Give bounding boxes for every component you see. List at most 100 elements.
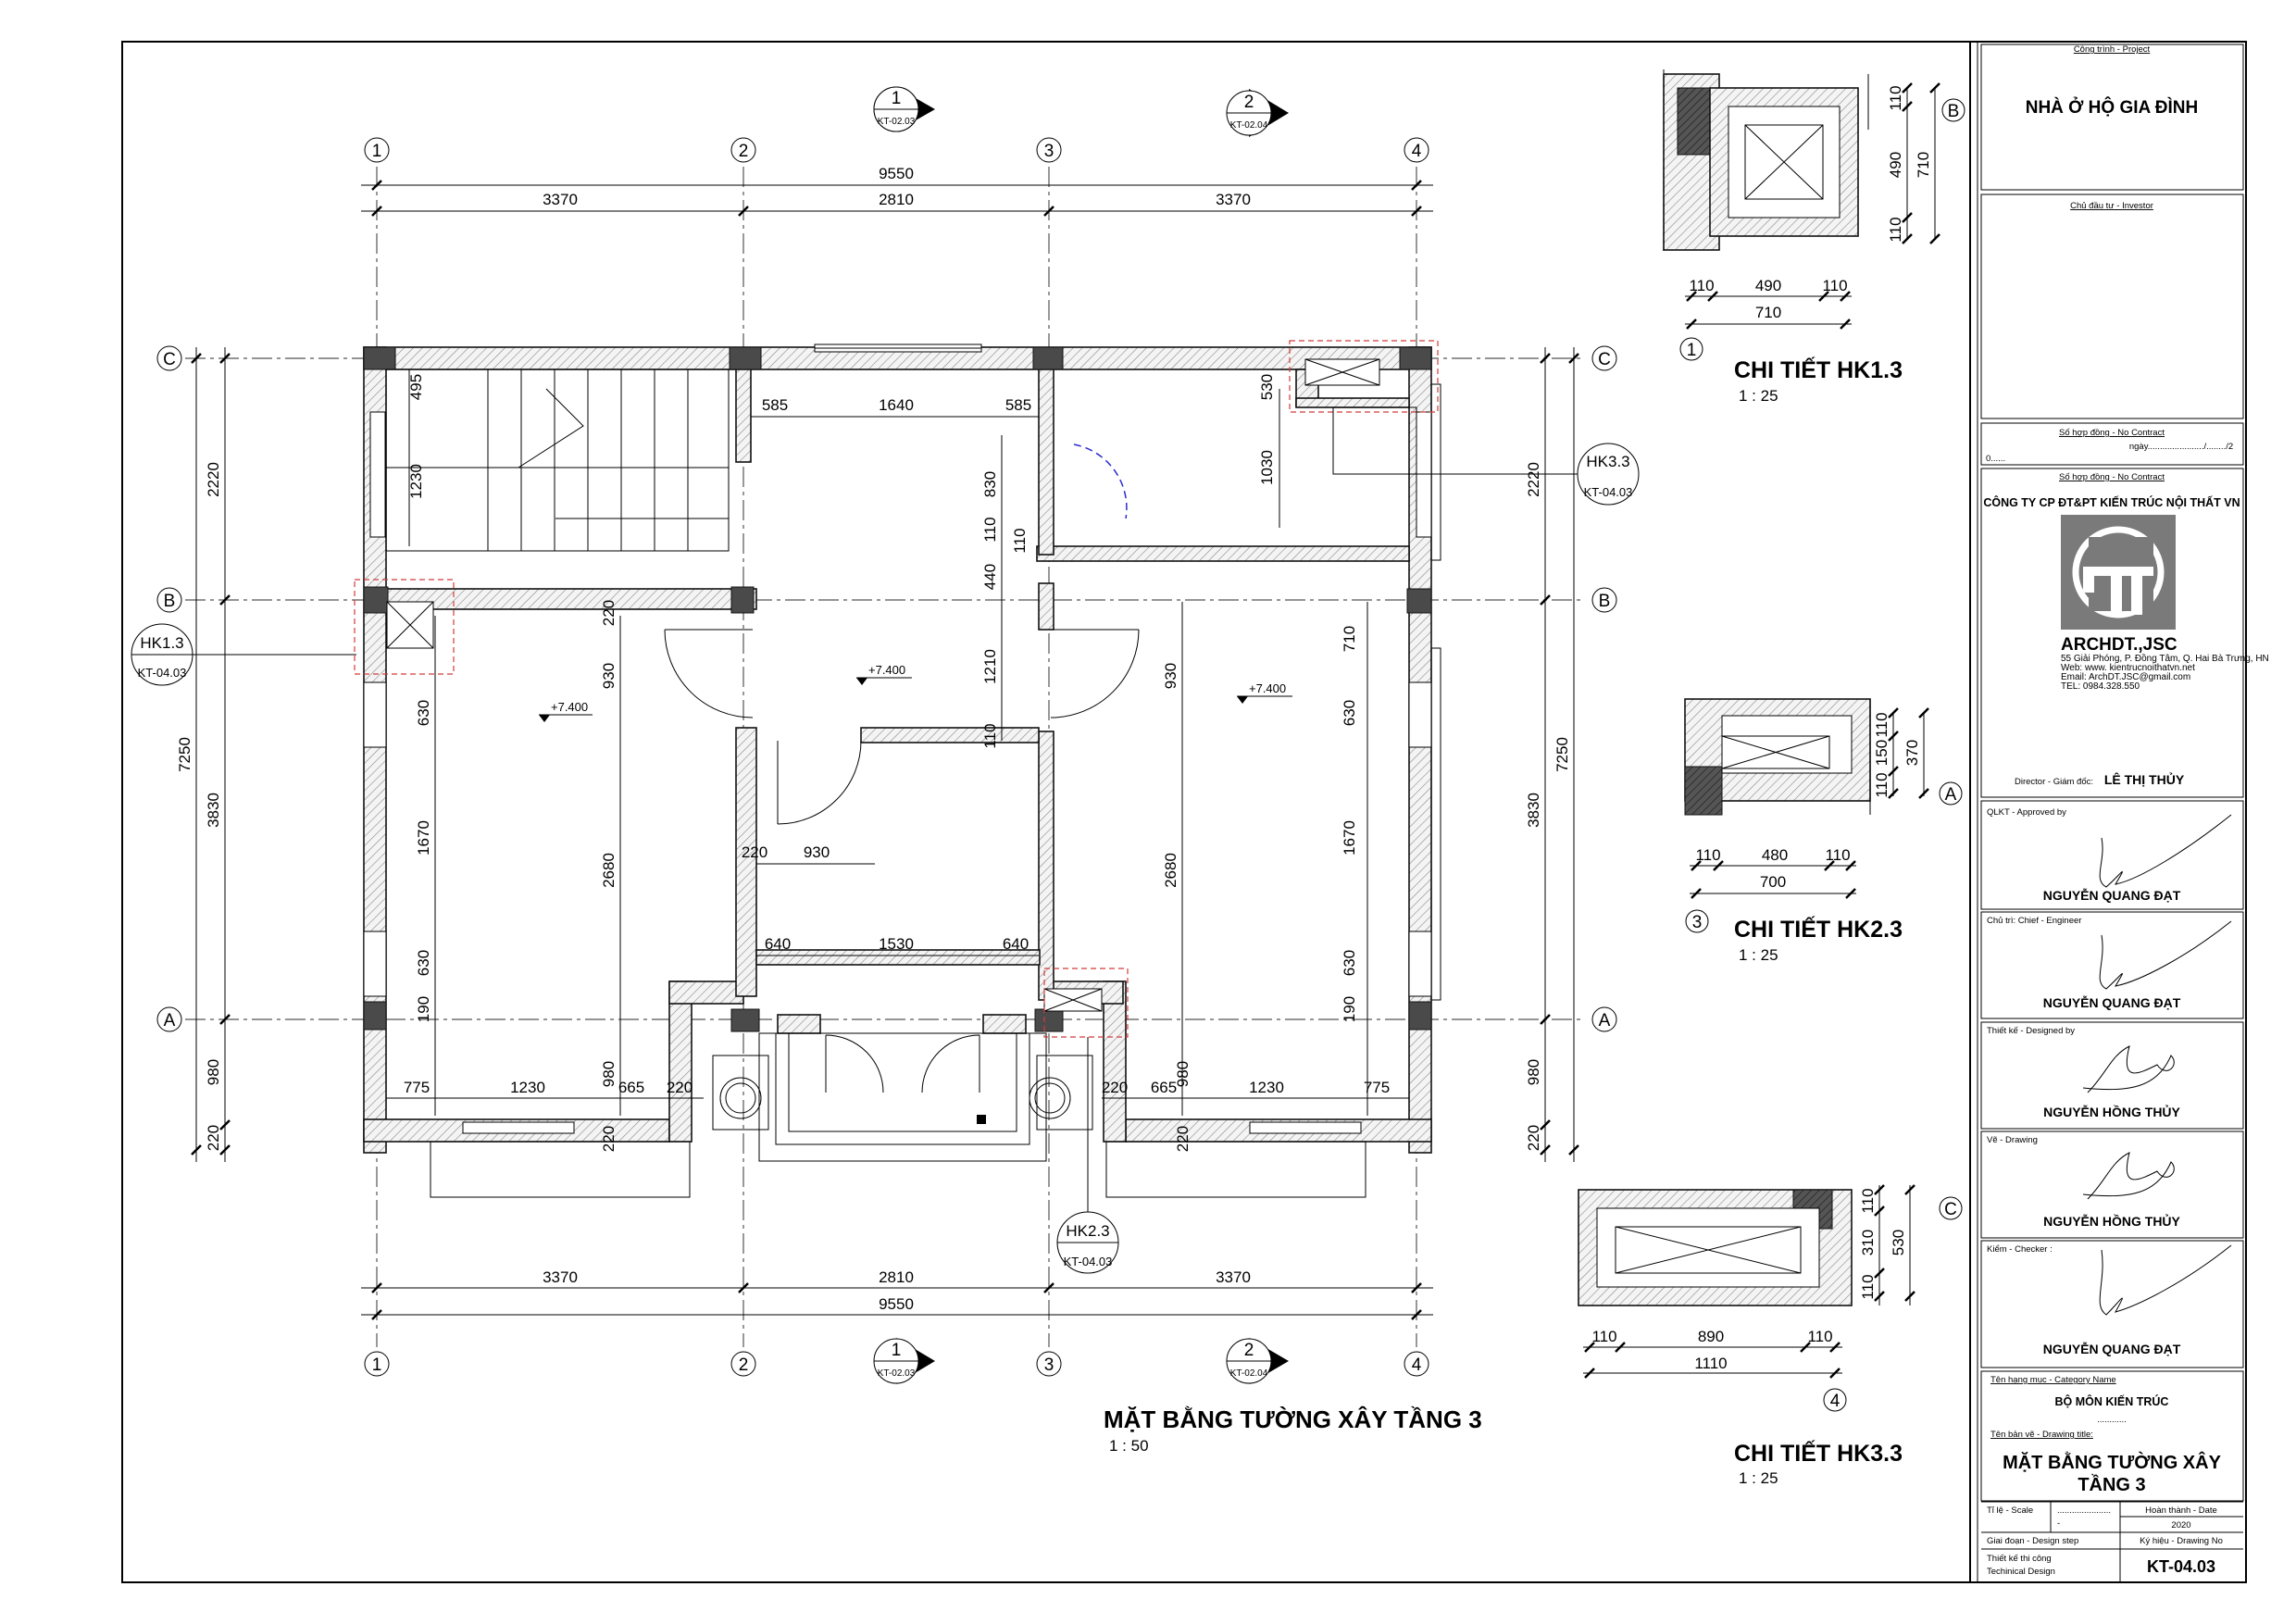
company-logo-mark: [2072, 526, 2165, 618]
sheet-border: [121, 41, 2247, 1583]
svg-text:MẶT BẰNG TƯỜNG XÂY: MẶT BẰNG TƯỜNG XÂY: [2003, 1451, 2222, 1473]
svg-text:+7.400: +7.400: [868, 663, 905, 677]
svg-text:665: 665: [1151, 1079, 1177, 1096]
windows-bottom: [430, 1121, 1366, 1198]
svg-text:110: 110: [1873, 712, 1890, 737]
svg-text:LÊ THỊ THỦY: LÊ THỊ THỦY: [2104, 771, 2185, 787]
svg-text:3: 3: [1692, 913, 1703, 932]
svg-text:630: 630: [1341, 950, 1358, 976]
grid-bubble-right-c: C: [1591, 345, 1617, 371]
svg-text:2: 2: [739, 142, 749, 161]
svg-text:TẦNG 3: TẦNG 3: [2078, 1474, 2145, 1495]
svg-text:Thiết kế - Designed by: Thiết kế - Designed by: [1987, 1026, 2075, 1036]
grid-bubble-top-1: 1: [364, 137, 390, 163]
dim-bottom-total: 9550: [361, 1295, 1433, 1320]
svg-text:665: 665: [618, 1079, 644, 1096]
svg-text:440: 440: [981, 564, 999, 590]
svg-text:7250: 7250: [1554, 737, 1571, 772]
svg-text:2680: 2680: [600, 853, 618, 888]
svg-text:980: 980: [1174, 1061, 1192, 1087]
svg-text:KT-04.03: KT-04.03: [1584, 485, 1633, 499]
floor-plan: 1 2 3 4 1 2 3 4 C B A C B A 1 KT-02.03 2…: [131, 86, 1640, 1455]
svg-text:3370: 3370: [1216, 1268, 1251, 1286]
svg-text:3830: 3830: [1525, 793, 1542, 828]
level-mark-center: +7.400: [856, 663, 912, 685]
svg-text:-: -: [2057, 1518, 2060, 1529]
svg-text:CÔNG TY CP ĐT&PT KIẾN TRÚC NỘI: CÔNG TY CP ĐT&PT KIẾN TRÚC NỘI THẤT VN: [1983, 495, 2240, 509]
svg-text:4: 4: [1830, 1392, 1841, 1411]
svg-text:KT-04.03: KT-04.03: [2147, 1557, 2215, 1576]
svg-text:110: 110: [1873, 772, 1890, 797]
svg-text:Số hợp đồng - No Contract: Số hợp đồng - No Contract: [2059, 472, 2165, 482]
svg-text:1670: 1670: [1341, 820, 1358, 856]
svg-text:1230: 1230: [510, 1079, 545, 1096]
svg-text:KT-04.03: KT-04.03: [1064, 1255, 1113, 1268]
svg-text:1530: 1530: [879, 935, 914, 953]
svg-text:B: B: [164, 592, 176, 611]
grid-bubble-top-2: 2: [730, 137, 756, 163]
svg-text:190: 190: [1341, 996, 1358, 1022]
svg-text:220: 220: [205, 1125, 222, 1151]
svg-text:490: 490: [1755, 277, 1781, 294]
svg-text:3: 3: [1044, 1355, 1054, 1375]
svg-text:310: 310: [1859, 1230, 1877, 1255]
svg-text:Techinical Design: Techinical Design: [1987, 1567, 2055, 1577]
svg-text:Email: ArchDT.JSC@gmail.com: Email: ArchDT.JSC@gmail.com: [2061, 672, 2190, 682]
windows-left: [363, 411, 387, 997]
svg-text:1670: 1670: [415, 820, 432, 856]
svg-text:C: C: [1944, 1200, 1957, 1219]
svg-text:220: 220: [1525, 1125, 1542, 1151]
svg-text:Director - Giám đốc:: Director - Giám đốc:: [2015, 777, 2093, 787]
plan-title: MẶT BẰNG TƯỜNG XÂY TẦNG 3: [1104, 1405, 1482, 1433]
svg-text:Số hợp đồng - No Contract: Số hợp đồng - No Contract: [2059, 428, 2165, 438]
svg-text:Chủ trì: Chief - Engineer: Chủ trì: Chief - Engineer: [1987, 916, 2081, 926]
svg-text:A: A: [164, 1011, 176, 1031]
svg-text:1030: 1030: [1258, 450, 1276, 485]
svg-text:490: 490: [1887, 152, 1904, 178]
svg-text:1: 1: [372, 142, 382, 161]
grid-bubble-bottom-1: 1: [364, 1351, 390, 1377]
svg-text:HK3.3: HK3.3: [1586, 453, 1629, 470]
svg-text:495: 495: [407, 374, 425, 400]
level-mark-right: +7.400: [1237, 681, 1292, 704]
svg-text:KT-02.03: KT-02.03: [878, 1368, 916, 1379]
svg-text:Giai đoạn - Design step: Giai đoạn - Design step: [1987, 1536, 2078, 1546]
svg-text:930: 930: [1162, 663, 1179, 689]
grid-bubble-right-b: B: [1591, 587, 1617, 613]
svg-text:110: 110: [981, 723, 999, 748]
svg-text:Ký hiệu - Drawing No: Ký hiệu - Drawing No: [2140, 1536, 2223, 1546]
inner-dims: 495 1230 585 1640 585 830 110 110 440 12…: [386, 369, 1409, 1152]
svg-text:2: 2: [1244, 1341, 1254, 1360]
svg-text:530: 530: [1258, 374, 1276, 400]
level-mark-left: +7.400: [539, 700, 593, 722]
svg-text:640: 640: [1003, 935, 1029, 953]
svg-text:220: 220: [742, 843, 767, 861]
svg-text:............: ............: [2097, 1415, 2127, 1425]
svg-text:1 : 25: 1 : 25: [1739, 387, 1778, 405]
grid-bubble-right-a: A: [1591, 1006, 1617, 1032]
svg-text:110: 110: [1859, 1188, 1877, 1213]
section-marker-top-1: 1 KT-02.03: [873, 86, 935, 132]
svg-text:530: 530: [1890, 1230, 1907, 1255]
svg-text:710: 710: [1341, 626, 1358, 652]
svg-text:2220: 2220: [1525, 462, 1542, 497]
svg-text:2810: 2810: [879, 191, 914, 208]
svg-text:710: 710: [1915, 152, 1932, 178]
svg-text:220: 220: [600, 600, 618, 626]
svg-text:Vẽ - Drawing: Vẽ - Drawing: [1987, 1135, 2038, 1145]
svg-text:HK1.3: HK1.3: [140, 634, 183, 652]
svg-text:ARCHDT.,JSC: ARCHDT.,JSC: [2061, 635, 2177, 655]
svg-text:Kiểm - Checker :: Kiểm - Checker :: [1987, 1244, 2053, 1255]
callout-hk1-3: HK1.3 KT-04.03: [131, 623, 356, 686]
svg-text:BỘ MÔN KIẾN TRÚC: BỘ MÔN KIẾN TRÚC: [2055, 1394, 2169, 1408]
svg-text:640: 640: [765, 935, 791, 953]
svg-text:110: 110: [1859, 1274, 1877, 1299]
svg-text:1110: 1110: [1694, 1355, 1727, 1372]
svg-text:1: 1: [1687, 341, 1697, 360]
svg-text:980: 980: [600, 1061, 618, 1087]
grid-bubble-bottom-3: 3: [1036, 1351, 1062, 1377]
svg-text:+7.400: +7.400: [1249, 681, 1286, 695]
window-top: [814, 344, 982, 353]
grid-bubble-left-a: A: [156, 1006, 182, 1032]
